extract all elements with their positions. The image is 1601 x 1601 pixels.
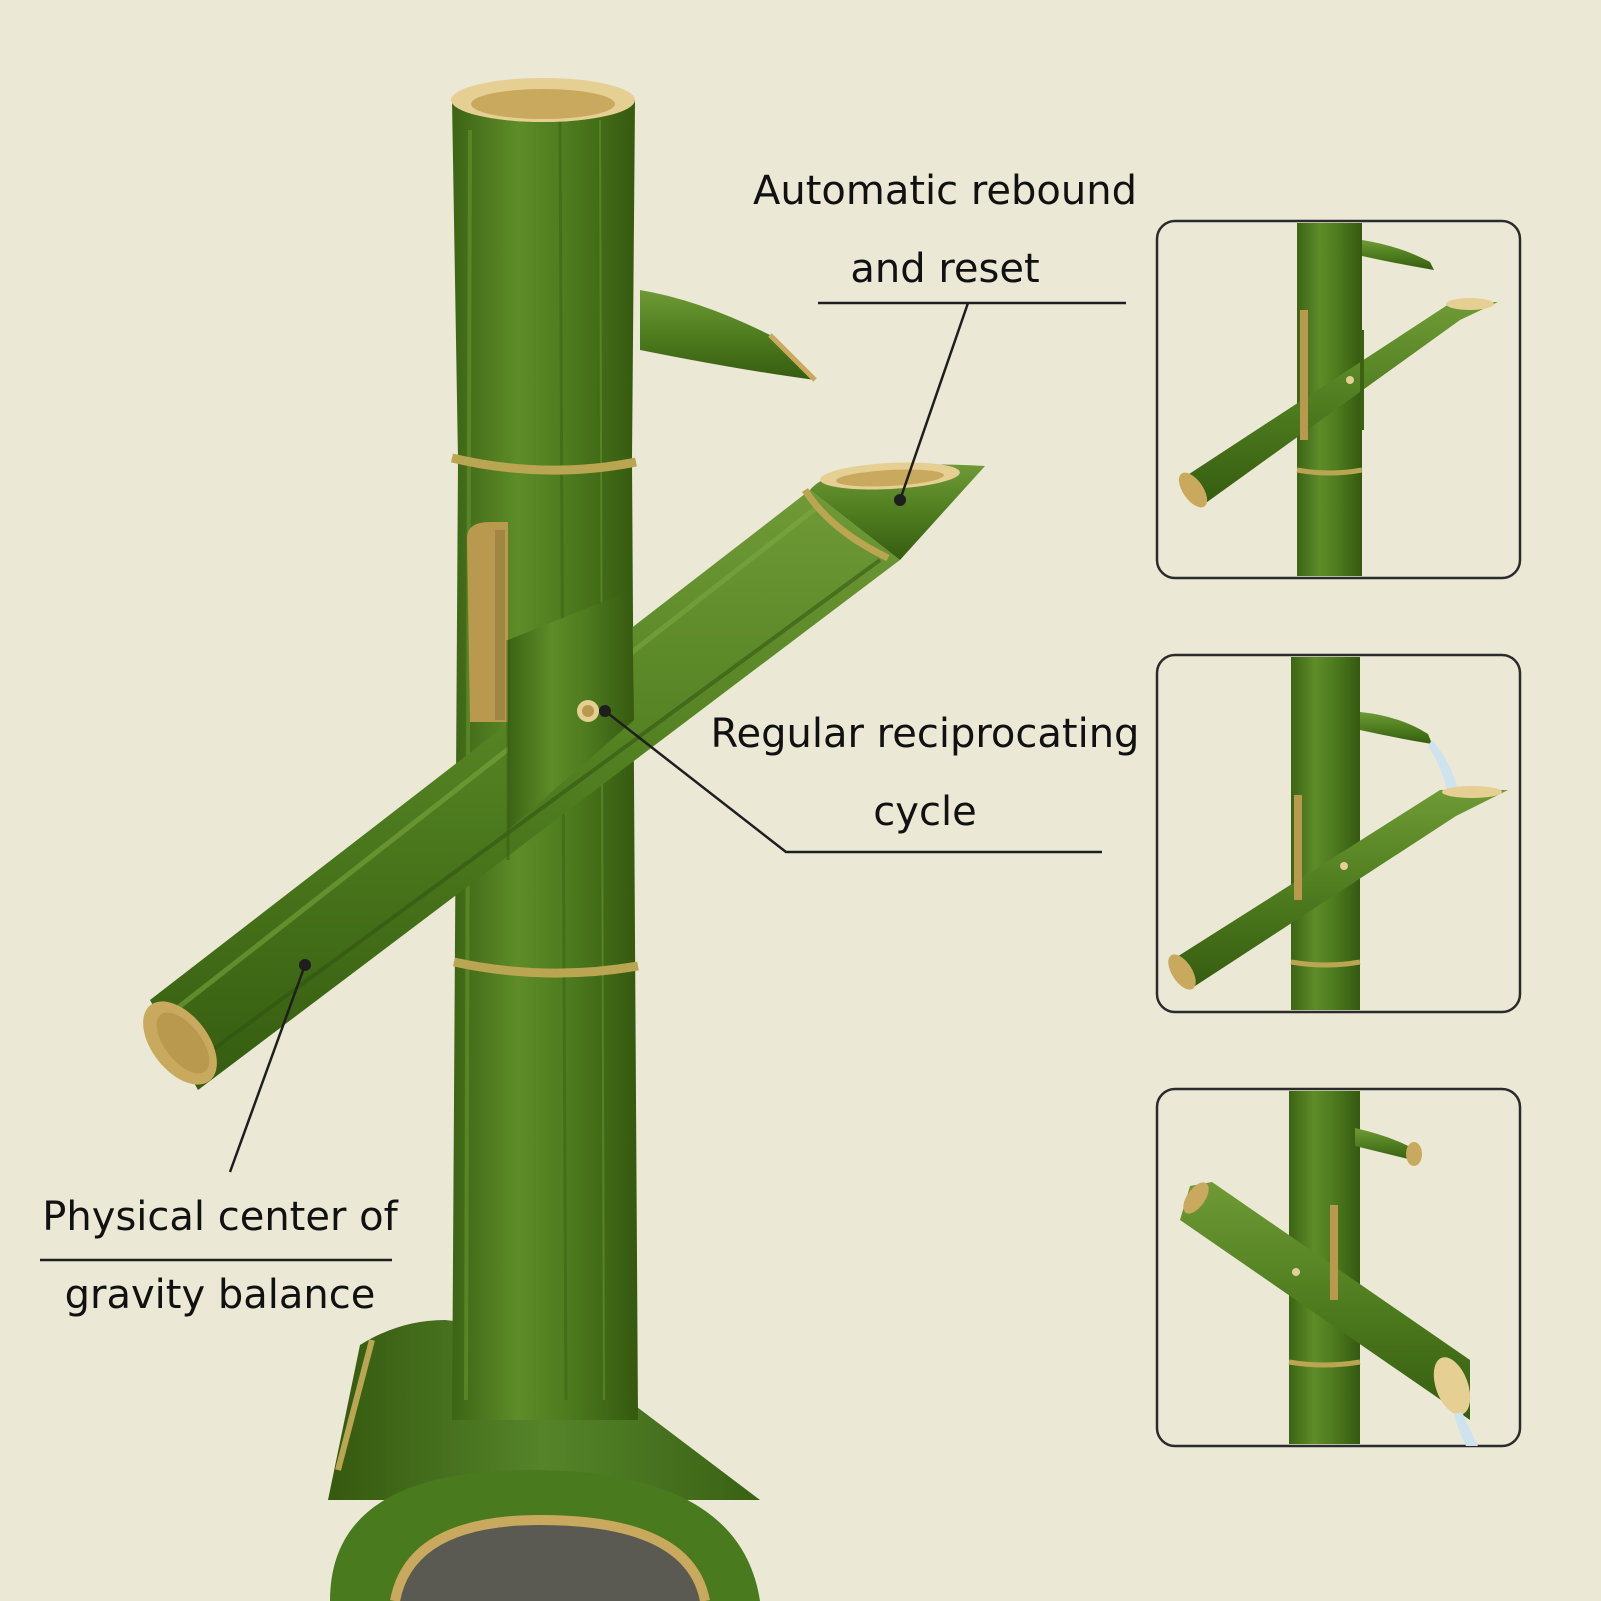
- callout-automatic-rebound: Automatic rebound and reset: [735, 152, 1155, 308]
- panel3-pipe: [1180, 1182, 1470, 1420]
- post-node-upper: [450, 453, 637, 475]
- panel-stage-tipping: [1155, 1087, 1522, 1448]
- leader-gravity: [40, 964, 392, 1262]
- panel1-spout: [1362, 240, 1434, 270]
- callout-cycle-line1: Regular reciprocating: [710, 711, 1140, 757]
- leader-cycle: [604, 710, 1102, 854]
- panel2-spout: [1360, 712, 1432, 744]
- callout-rebound-line1: Automatic rebound: [753, 168, 1137, 214]
- panel3-spout: [1355, 1128, 1420, 1162]
- tilt-pipe-node: [802, 488, 890, 562]
- leader-rebound: [818, 301, 1126, 501]
- top-spout: [640, 290, 817, 382]
- leader-lines: [40, 301, 1126, 1262]
- callout-gravity-balance: Physical center of gravity balance: [20, 1178, 420, 1334]
- post-node-lower: [453, 957, 639, 978]
- callout-cycle-line2: cycle: [873, 789, 977, 835]
- panel2-pipe: [1172, 790, 1508, 988]
- base-log: [328, 1320, 760, 1601]
- callout-gravity-line2: gravity balance: [64, 1272, 376, 1318]
- panel3-water: [1454, 1412, 1478, 1446]
- panel2-water: [1428, 740, 1458, 792]
- panel1-pipe: [1183, 302, 1498, 505]
- base-log-cut-face: [395, 1520, 705, 1601]
- callout-rebound-line2: and reset: [850, 246, 1040, 292]
- pivot-pin: [577, 700, 599, 722]
- callout-reciprocating-cycle: Regular reciprocating cycle: [695, 695, 1155, 851]
- callout-gravity-line1: Physical center of: [42, 1194, 398, 1240]
- panel-stage-idle: [1155, 219, 1522, 580]
- panel-stage-filling: [1155, 653, 1522, 1014]
